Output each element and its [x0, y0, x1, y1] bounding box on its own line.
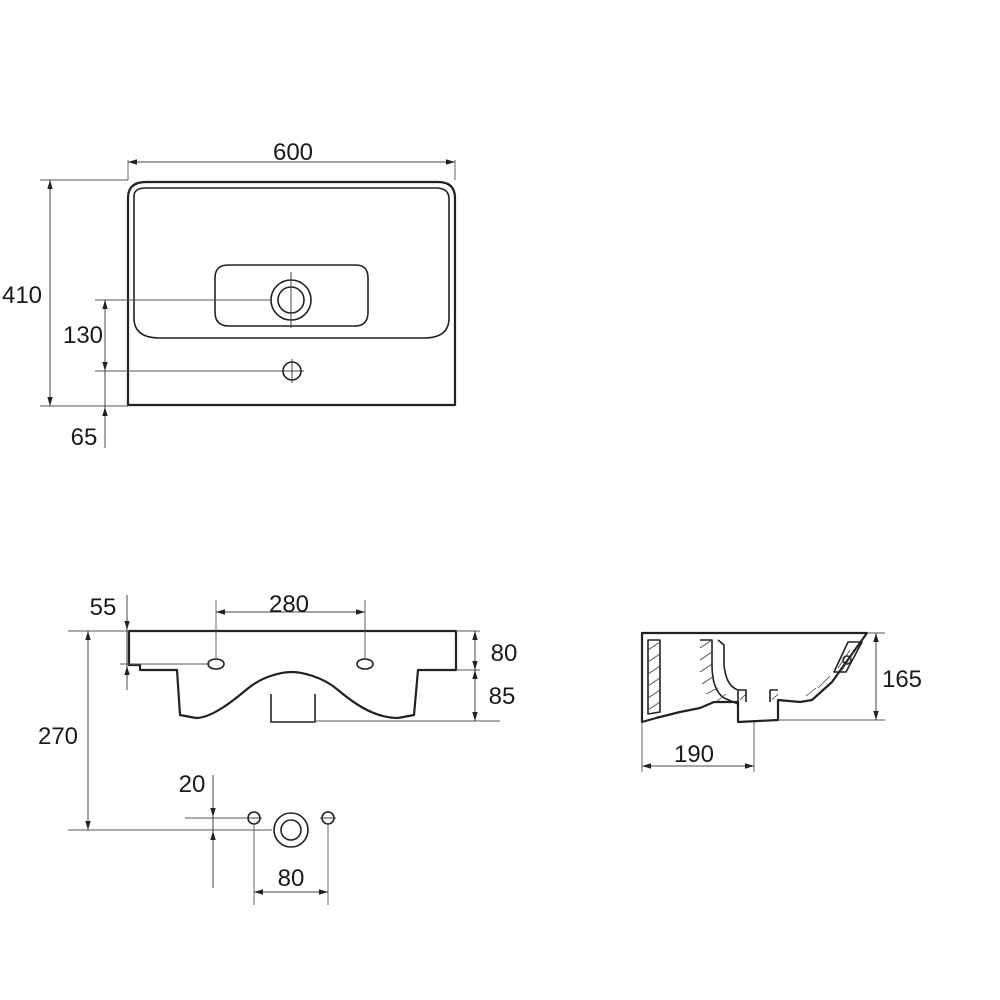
- dim-fixing-spacing-label: 80: [278, 865, 305, 892]
- wall-fixing-view: 20 80: [68, 771, 336, 905]
- basin-rim-inner: [133, 187, 450, 339]
- dim-tap-offset-label: 130: [63, 322, 103, 349]
- side-section-view: 165 190: [640, 631, 922, 772]
- basin-outline: [126, 180, 457, 407]
- front-outline: [127, 629, 458, 720]
- dim-rim-offset-label: 55: [90, 594, 117, 621]
- front-view: 55 280 80 85 270: [38, 591, 517, 830]
- dim-depth-label: 410: [2, 282, 42, 309]
- waste-outer: [273, 812, 309, 848]
- overflow-channel: [833, 641, 863, 673]
- drain-section: [738, 689, 778, 702]
- bowl-wall-section: [700, 639, 739, 705]
- dim-rim-height-label: 80: [491, 640, 518, 667]
- dim-bowl-drop-label: 85: [489, 683, 516, 710]
- drain-outlet: [270, 694, 316, 723]
- dim-side-height-label: 165: [882, 666, 922, 693]
- dim-mount-spacing-label: 280: [269, 591, 309, 618]
- mount-hole-right: [356, 658, 374, 670]
- top-view: 600 410 130 65: [2, 139, 457, 451]
- wall-flange: [647, 639, 661, 715]
- mount-hole-left: [207, 658, 225, 670]
- basin-bowl: [214, 264, 369, 327]
- dim-side-projection-label: 190: [674, 741, 714, 768]
- waste-inner: [280, 819, 302, 841]
- dim-fixing-offset-label: 20: [179, 771, 206, 798]
- dim-tap-back-label: 65: [71, 424, 98, 451]
- dim-width-label: 600: [273, 139, 313, 166]
- dim-drain-height-label: 270: [38, 723, 78, 750]
- side-outline: [640, 631, 869, 724]
